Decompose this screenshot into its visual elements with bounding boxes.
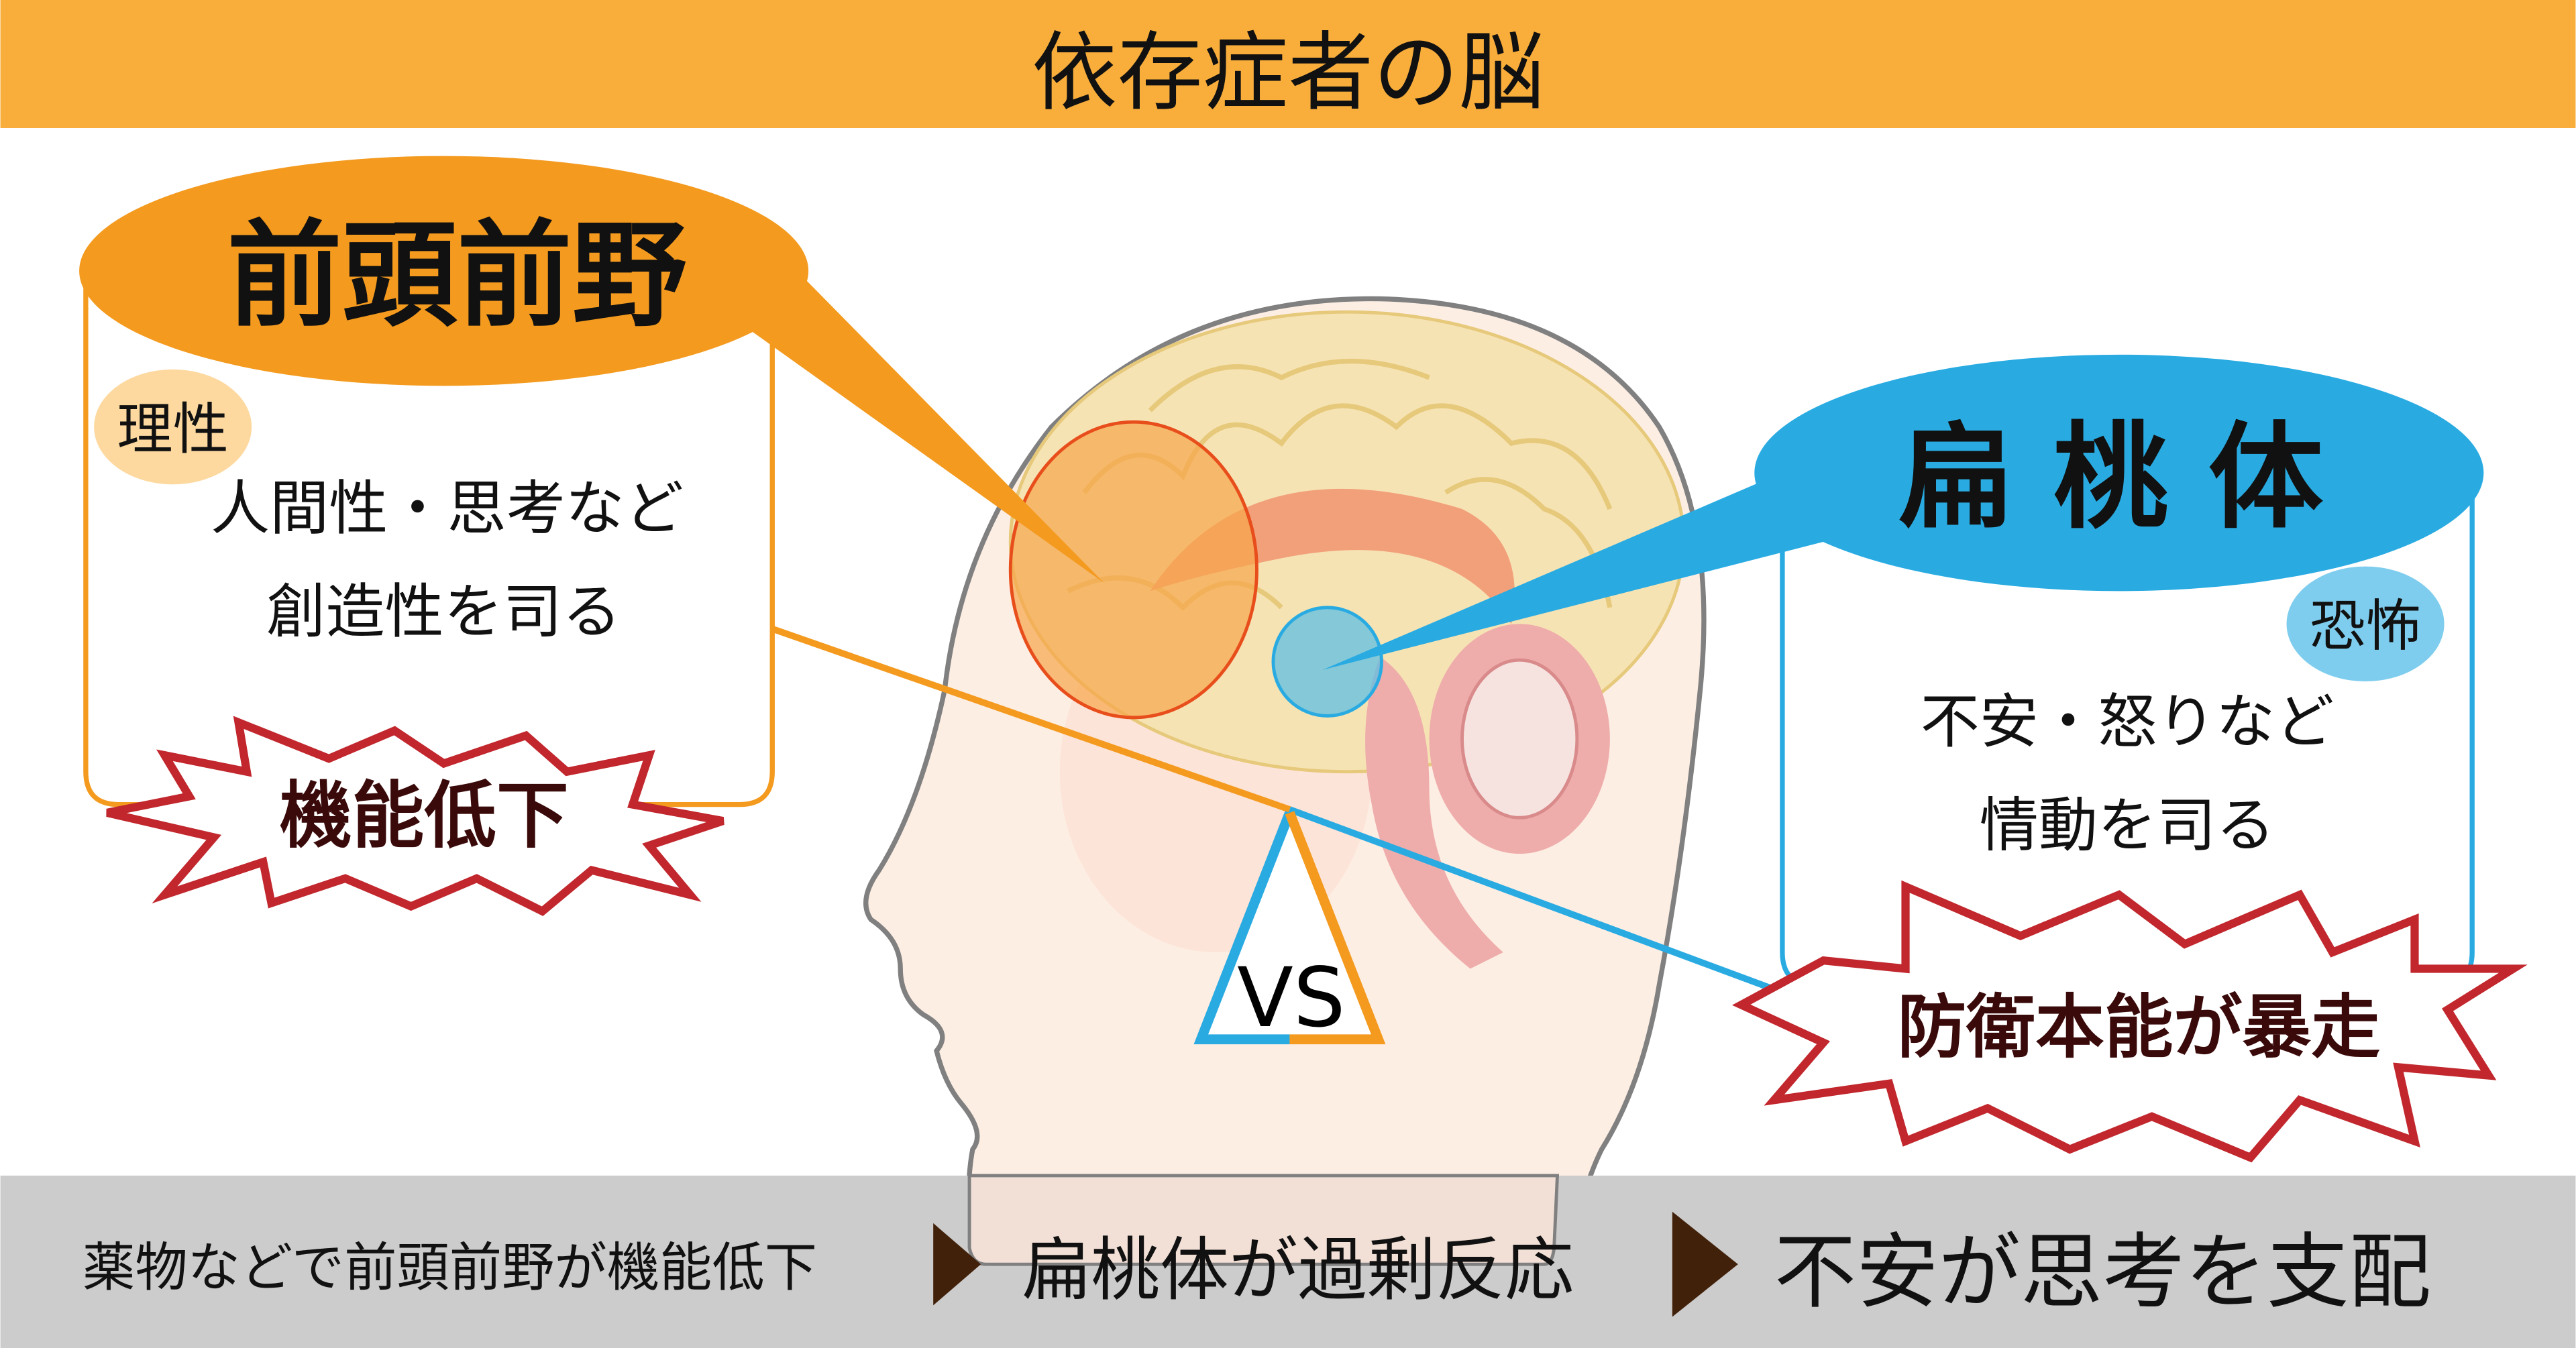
fear-badge-label: 恐怖 — [2310, 594, 2421, 659]
vs-label: VS — [1237, 950, 1345, 1046]
triangle-right-icon — [1672, 1211, 1738, 1317]
cerebellum-inner — [1460, 658, 1579, 820]
reason-badge-label: 理性 — [117, 396, 228, 461]
flow-bar: 薬物などで前頭前野が機能低下 扁桃体が過剰反応 不安が思考を支配 — [0, 1174, 2576, 1348]
vs-balance: VS — [1193, 811, 1386, 1046]
amygdala-connector — [1288, 806, 1795, 1000]
amygdala-callout: 扁 桃 体 恐怖 不安・怒りなど 情動を司る 防衛本能が暴走 — [1322, 354, 2528, 1163]
runaway-starburst — [1732, 880, 2528, 1163]
prefrontal-title-bubble — [79, 156, 809, 386]
runaway-label: 防衛本能が暴走 — [1897, 988, 2380, 1068]
flow-step-2: 扁桃体が過剰反応 — [1022, 1231, 1574, 1310]
prefrontal-pointer — [690, 279, 1104, 583]
title-bar — [0, 0, 2576, 128]
decline-label: 機能低下 — [280, 774, 569, 858]
brainstem — [1365, 657, 1503, 969]
amygdala-title: 扁 桃 体 — [1898, 411, 2324, 545]
page-title: 依存症者の脳 — [1032, 23, 1544, 123]
prefrontal-connector — [771, 626, 1291, 813]
amygdala-title-bubble — [1754, 354, 2484, 592]
amygdala-desc-line-2: 情動を司る — [1980, 791, 2275, 860]
amygdala-desc-line-1: 不安・怒りなど — [1921, 687, 2334, 756]
fear-badge — [2286, 566, 2445, 682]
prefrontal-highlight — [1008, 420, 1258, 720]
flow-step-3: 不安が思考を支配 — [1774, 1224, 2431, 1320]
reason-badge — [94, 369, 252, 485]
vs-triangle-left — [1193, 811, 1295, 1045]
prefrontal-desc-line-2: 創造性を司る — [266, 577, 621, 647]
amygdala-highlight — [1271, 606, 1383, 718]
neck-overlay — [967, 1174, 1560, 1266]
triangle-right-icon — [933, 1223, 981, 1306]
amygdala-pointer — [1322, 475, 1824, 670]
prefrontal-title: 前頭前野 — [227, 209, 686, 343]
vs-triangle-right — [1285, 811, 1386, 1045]
prefrontal-desc-line-1: 人間性・思考など — [211, 473, 684, 543]
prefrontal-callout: 前頭前野 理性 人間性・思考など 創造性を司る 機能低下 — [79, 156, 1104, 917]
flow-step-1: 薬物などで前頭前野が機能低下 — [83, 1237, 817, 1298]
decline-starburst — [106, 716, 724, 917]
